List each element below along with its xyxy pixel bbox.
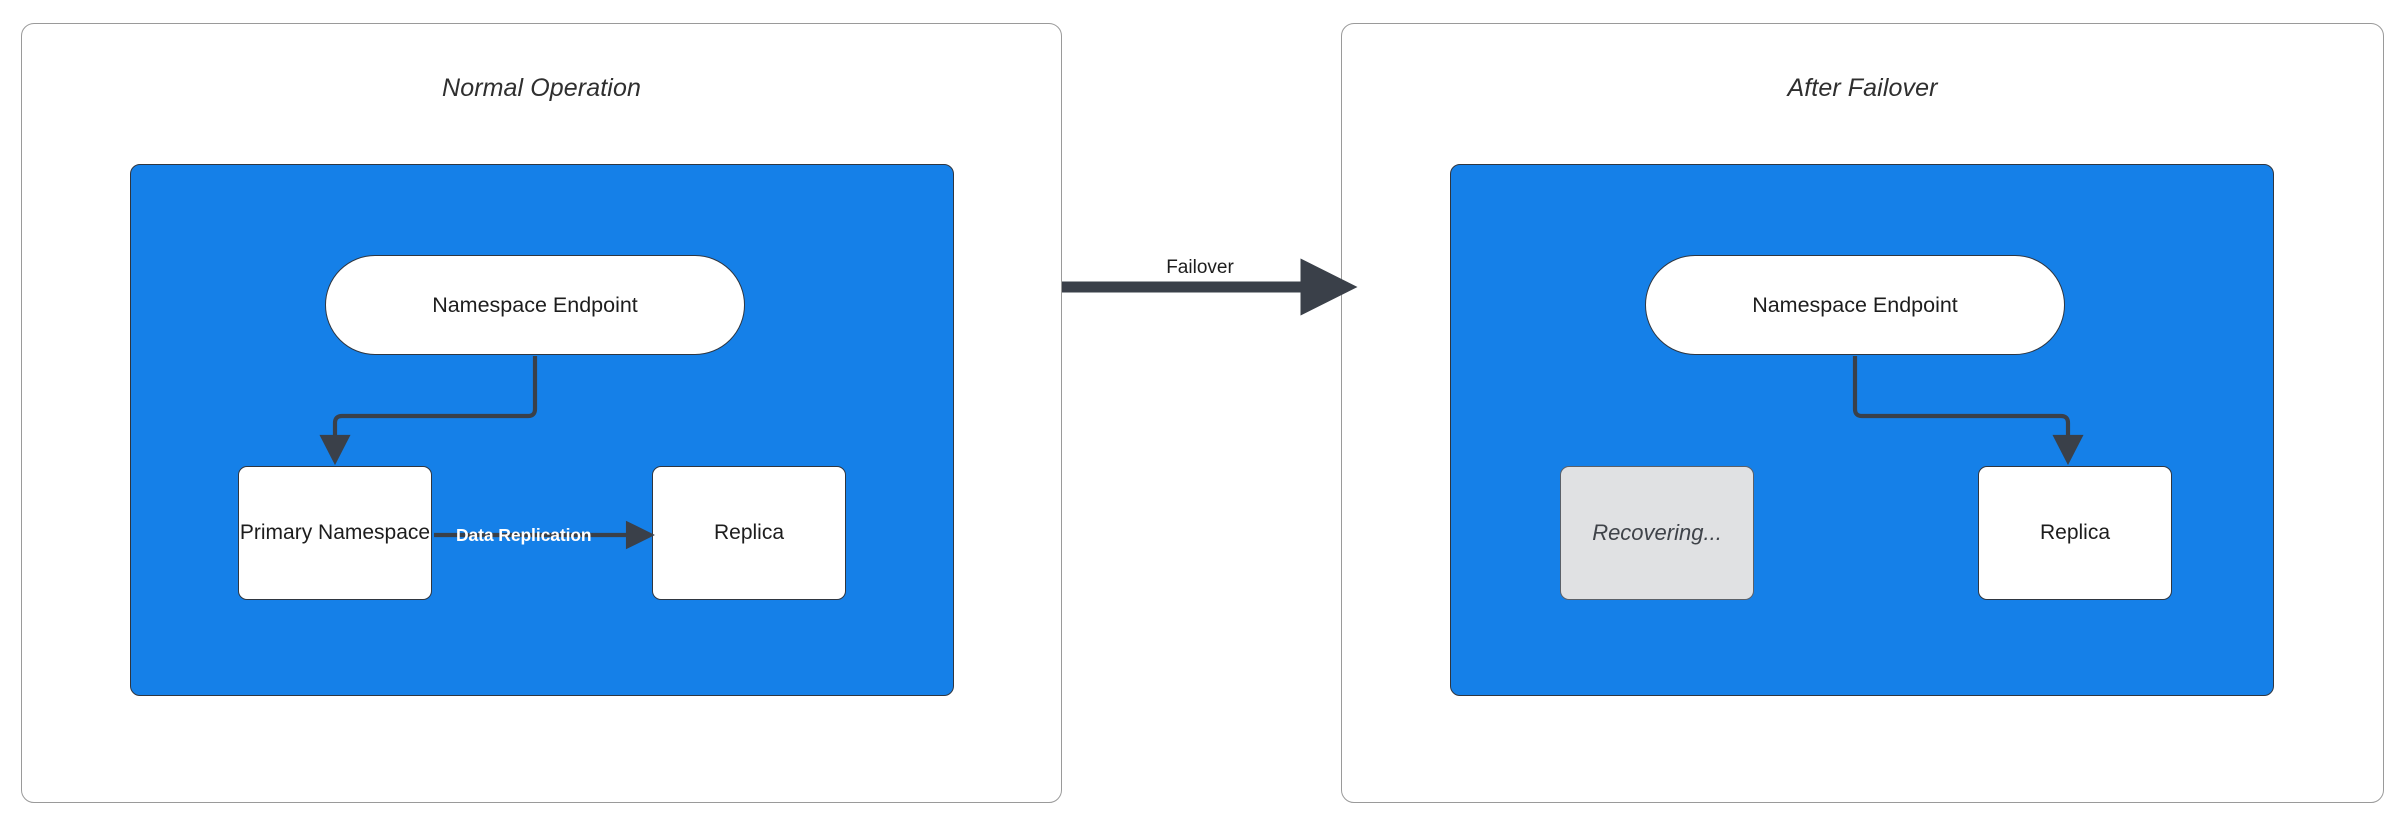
node-label: Replica <box>713 521 785 545</box>
node-label: Recovering... <box>1592 520 1722 546</box>
node-label: Primary Namespace <box>239 521 431 545</box>
node-replica-right[interactable]: Replica <box>1978 466 2172 600</box>
edge-label-failover: Failover <box>1166 257 1234 278</box>
node-primary-namespace[interactable]: Primary Namespace <box>238 466 432 600</box>
node-namespace-endpoint-left[interactable]: Namespace Endpoint <box>325 255 745 355</box>
node-namespace-endpoint-right[interactable]: Namespace Endpoint <box>1645 255 2065 355</box>
node-label: Namespace Endpoint <box>432 292 638 317</box>
edge-label-data-replication: Data Replication <box>456 525 592 545</box>
node-replica-left[interactable]: Replica <box>652 466 846 600</box>
node-recovering[interactable]: Recovering... <box>1560 466 1754 600</box>
blue-zone-normal-operation <box>130 164 954 696</box>
panel-title-after-failover: After Failover <box>1787 74 1938 102</box>
node-label: Replica <box>2039 521 2111 545</box>
node-label: Namespace Endpoint <box>1752 292 1958 317</box>
blue-zone-after-failover <box>1450 164 2274 696</box>
panel-title-normal-operation: Normal Operation <box>442 74 641 102</box>
